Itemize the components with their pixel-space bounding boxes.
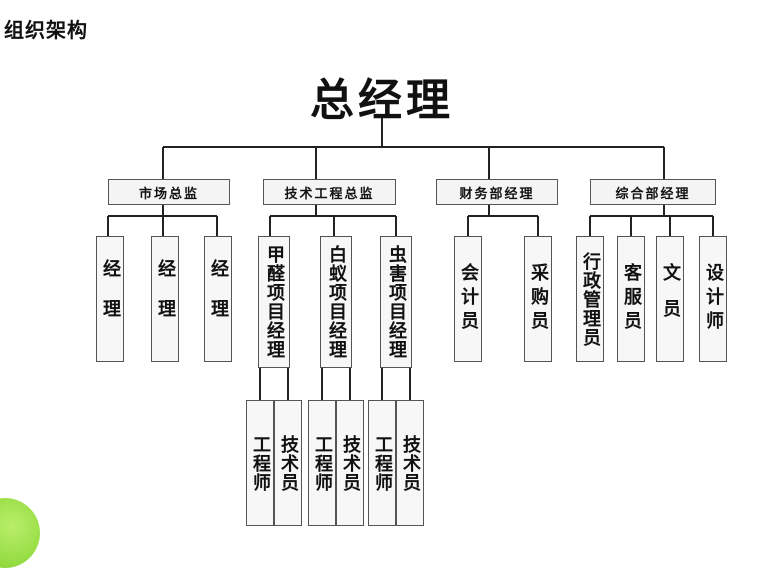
dept-label: 财务部经理	[459, 186, 535, 202]
node-label: 行政管理员	[580, 251, 601, 347]
node-label: 甲醛项目经理	[264, 245, 285, 359]
node-label: 技术员	[278, 434, 299, 492]
engineer-2: 工程师	[308, 400, 336, 526]
dept-general-affairs-manager: 综合部经理	[590, 179, 716, 205]
node-label: 工程师	[372, 434, 393, 492]
purchaser: 采购员	[524, 236, 552, 362]
admin-staff: 行政管理员	[576, 236, 604, 362]
node-label: 虫害项目经理	[386, 245, 407, 359]
node-label: 经理	[155, 259, 176, 339]
customer-service-staff: 客服员	[617, 236, 645, 362]
node-label: 文员	[660, 263, 681, 335]
dept-label: 综合部经理	[615, 186, 691, 202]
clerk: 文员	[656, 236, 684, 362]
dept-label: 技术工程总监	[284, 186, 375, 202]
designer: 设计师	[699, 236, 727, 362]
marketing-manager-2: 经理	[151, 236, 179, 362]
technician-2: 技术员	[336, 400, 364, 526]
general-manager-node: 总经理	[310, 75, 454, 126]
dept-finance-manager: 财务部经理	[436, 179, 558, 205]
technician-3: 技术员	[396, 400, 424, 526]
node-label: 工程师	[312, 434, 333, 492]
marketing-manager-3: 经理	[204, 236, 232, 362]
page-title: 组织架构	[4, 18, 88, 42]
engineer-3: 工程师	[368, 400, 396, 526]
marketing-manager-1: 经理	[96, 236, 124, 362]
node-label: 经理	[100, 259, 121, 339]
connector-lines	[107, 118, 714, 400]
node-label: 经理	[208, 259, 229, 339]
node-label: 设计师	[703, 263, 724, 335]
technician-1: 技术员	[274, 400, 302, 526]
dept-label: 市场总监	[138, 186, 199, 202]
node-label: 客服员	[621, 263, 642, 335]
accountant: 会计员	[454, 236, 482, 362]
pest-project-manager: 虫害项目经理	[380, 236, 412, 368]
node-label: 会计员	[458, 263, 479, 335]
dept-engineering-director: 技术工程总监	[263, 179, 396, 205]
node-label: 白蚁项目经理	[326, 245, 347, 359]
formaldehyde-project-manager: 甲醛项目经理	[258, 236, 290, 368]
termite-project-manager: 白蚁项目经理	[320, 236, 352, 368]
engineer-1: 工程师	[246, 400, 274, 526]
dept-marketing-director: 市场总监	[108, 179, 230, 205]
node-label: 技术员	[340, 434, 361, 492]
node-label: 采购员	[528, 263, 549, 335]
node-label: 技术员	[400, 434, 421, 492]
node-label: 工程师	[250, 434, 271, 492]
